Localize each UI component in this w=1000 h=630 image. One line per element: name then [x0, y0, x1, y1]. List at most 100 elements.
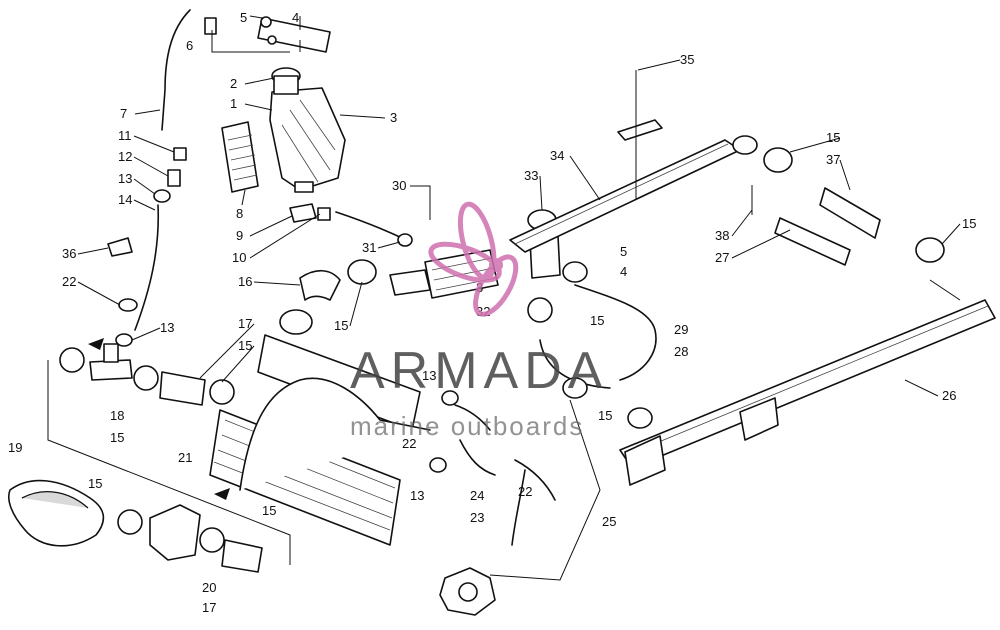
- callout-28: 28: [674, 344, 688, 359]
- callout-27: 27: [715, 250, 729, 265]
- callout-15-h: 15: [826, 130, 840, 145]
- callout-15-f: 15: [590, 313, 604, 328]
- clamp-15-a: [59, 347, 85, 373]
- tee-fitting-18: [89, 343, 133, 381]
- mounting-bracket: [257, 16, 331, 53]
- watermark-brand: ARMADA: [350, 342, 608, 400]
- reservoir-decal: [221, 121, 259, 193]
- fitting-11: [173, 147, 187, 161]
- overflow-hose: [134, 204, 160, 331]
- tee-20: [149, 504, 201, 561]
- callout-labels: 5 4 6 2 1 3 7 11 12 13 14 8 9 10 30 31 3…: [8, 10, 976, 615]
- callout-13-d: 13: [410, 488, 424, 503]
- hose-clip-36: [107, 237, 133, 257]
- callout-22-b: 22: [402, 436, 416, 451]
- gasket-32: [527, 297, 553, 323]
- clamp-15-i: [562, 377, 588, 399]
- callout-20: 20: [202, 580, 216, 595]
- callout-37: 37: [826, 152, 840, 167]
- callout-15-e: 15: [262, 503, 276, 518]
- callout-34: 34: [550, 148, 564, 163]
- callout-9: 9: [236, 228, 243, 243]
- callout-15-a: 15: [334, 318, 348, 333]
- coolant-tube: [239, 377, 431, 491]
- callout-13-c: 13: [422, 368, 436, 383]
- callout-19: 19: [8, 440, 22, 455]
- vent-fitting: [204, 17, 217, 35]
- callout-23: 23: [470, 510, 484, 525]
- clamp-15-l: [915, 237, 945, 263]
- callout-1: 1: [230, 96, 237, 111]
- callout-31: 31: [362, 240, 376, 255]
- clamp-31: [397, 233, 413, 247]
- callout-38: 38: [715, 228, 729, 243]
- callout-22-c: 22: [518, 484, 532, 499]
- pump-impeller: [458, 582, 478, 602]
- callout-14: 14: [118, 192, 132, 207]
- hose-24: [459, 439, 496, 476]
- callout-15-g: 15: [598, 408, 612, 423]
- callout-7: 7: [120, 106, 127, 121]
- coolant-reservoir: [269, 67, 346, 193]
- group-line-right: [929, 279, 961, 301]
- callout-35: 35: [680, 52, 694, 67]
- callout-16: 16: [238, 274, 252, 289]
- rail-26: [619, 299, 996, 486]
- brand-watermark: ARMADA marine outboards: [350, 201, 608, 441]
- clamp-15-h: [562, 261, 588, 283]
- callout-12: 12: [118, 149, 132, 164]
- clamp-13-mid: [441, 390, 459, 406]
- hose-17-lower: [221, 539, 263, 573]
- callout-26: 26: [942, 388, 956, 403]
- clamp-15-f: [347, 259, 377, 285]
- clamp-15-k: [763, 147, 793, 173]
- callout-3-top: 3: [390, 110, 397, 125]
- arrow-marker-a: [88, 338, 104, 350]
- callout-10: 10: [232, 250, 246, 265]
- clamp-15-c: [209, 379, 235, 405]
- hose-29: [574, 284, 657, 381]
- callout-15-b: 15: [238, 338, 252, 353]
- callout-24: 24: [470, 488, 484, 503]
- callout-22-a: 22: [62, 274, 76, 289]
- clamp-15-j: [627, 407, 653, 429]
- hose-19-inner: [21, 491, 89, 509]
- callout-8: 8: [236, 206, 243, 221]
- watermark-logo: [428, 201, 519, 317]
- callout-21: 21: [178, 450, 192, 465]
- callout-leaders: [77, 15, 961, 397]
- hose-22-mid: [454, 404, 491, 431]
- hose-25: [511, 469, 526, 546]
- callout-36: 36: [62, 246, 76, 261]
- clamp-15-e: [199, 527, 225, 553]
- clamp-22-left: [118, 298, 138, 312]
- callout-5-b: 5: [620, 244, 627, 259]
- rail-pad-35: [617, 119, 663, 141]
- hose-37: [819, 187, 881, 239]
- callout-29: 29: [674, 322, 688, 337]
- callout-17-b: 17: [202, 600, 216, 615]
- fitting-10: [317, 207, 331, 221]
- callout-17-a: 17: [238, 316, 252, 331]
- callout-15-i: 15: [962, 216, 976, 231]
- hose-17-upper: [159, 371, 206, 406]
- shim-27: [774, 217, 851, 266]
- clamp-15-g: [279, 309, 313, 335]
- callout-33: 33: [524, 168, 538, 183]
- callout-18: 18: [110, 408, 124, 423]
- callout-30: 30: [392, 178, 406, 193]
- hose-adapter: [389, 269, 431, 296]
- callout-15-d: 15: [88, 476, 102, 491]
- clamp-15-d: [117, 509, 143, 535]
- watermark-tagline: marine outboards: [350, 411, 584, 441]
- clamp-13-top: [153, 189, 171, 203]
- callout-4-b: 4: [620, 264, 627, 279]
- callout-2: 2: [230, 76, 237, 91]
- callout-13-a: 13: [118, 171, 132, 186]
- arrow-marker-b: [214, 488, 230, 500]
- callout-5: 5: [240, 10, 247, 25]
- group-line-top: [211, 30, 301, 53]
- callout-4: 4: [292, 10, 299, 25]
